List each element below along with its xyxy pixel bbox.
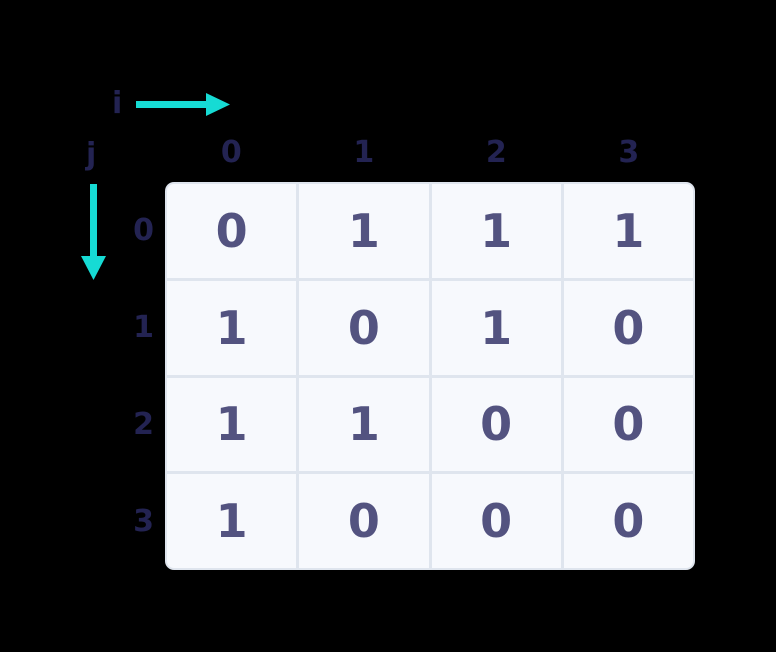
matrix-cell-0-0[interactable]: 0 (167, 184, 297, 278)
table-row: 1 0 0 0 (167, 474, 693, 568)
row-header-1: 1 (133, 309, 154, 345)
matrix-cell-3-1[interactable]: 0 (299, 474, 429, 568)
row-header-3: 3 (133, 503, 154, 539)
matrix-cell-2-3[interactable]: 0 (563, 377, 693, 472)
column-header-2: 2 (485, 135, 507, 170)
matrix-cell-2-1[interactable]: 1 (299, 377, 429, 472)
column-header-3: 3 (618, 135, 640, 170)
matrix-cell-1-1[interactable]: 0 (299, 280, 429, 375)
matrix-cell-3-2[interactable]: 0 (431, 474, 561, 568)
table-row: 1 0 1 0 (167, 280, 693, 375)
table-row: 0 1 1 1 (167, 184, 693, 278)
column-header-1: 1 (353, 135, 375, 170)
matrix-cell-1-3[interactable]: 0 (563, 280, 693, 375)
matrix-cell-1-2[interactable]: 1 (431, 280, 561, 375)
column-header-0: 0 (220, 135, 242, 170)
matrix-cell-2-2[interactable]: 0 (431, 377, 561, 472)
row-header-column: 0 1 2 3 (112, 182, 154, 570)
matrix-cell-0-3[interactable]: 1 (563, 184, 693, 278)
horizontal-arrow-icon (136, 93, 230, 116)
axis-label-j: j (86, 137, 97, 172)
axis-label-i: i (112, 86, 123, 121)
matrix-cell-1-0[interactable]: 1 (167, 280, 297, 375)
row-header-0: 0 (133, 212, 154, 248)
matrix-cell-3-3[interactable]: 0 (563, 474, 693, 568)
matrix-grid: 0 1 1 1 1 0 1 0 1 1 0 0 1 0 0 0 (165, 182, 695, 570)
matrix-cell-0-1[interactable]: 1 (299, 184, 429, 278)
matrix-cell-3-0[interactable]: 1 (167, 474, 297, 568)
matrix-cell-0-2[interactable]: 1 (431, 184, 561, 278)
row-header-2: 2 (133, 406, 154, 442)
table-row: 1 1 0 0 (167, 377, 693, 472)
column-header-row: 0 1 2 3 (165, 133, 695, 173)
vertical-arrow-icon (81, 184, 106, 280)
matrix-cell-2-0[interactable]: 1 (167, 377, 297, 472)
